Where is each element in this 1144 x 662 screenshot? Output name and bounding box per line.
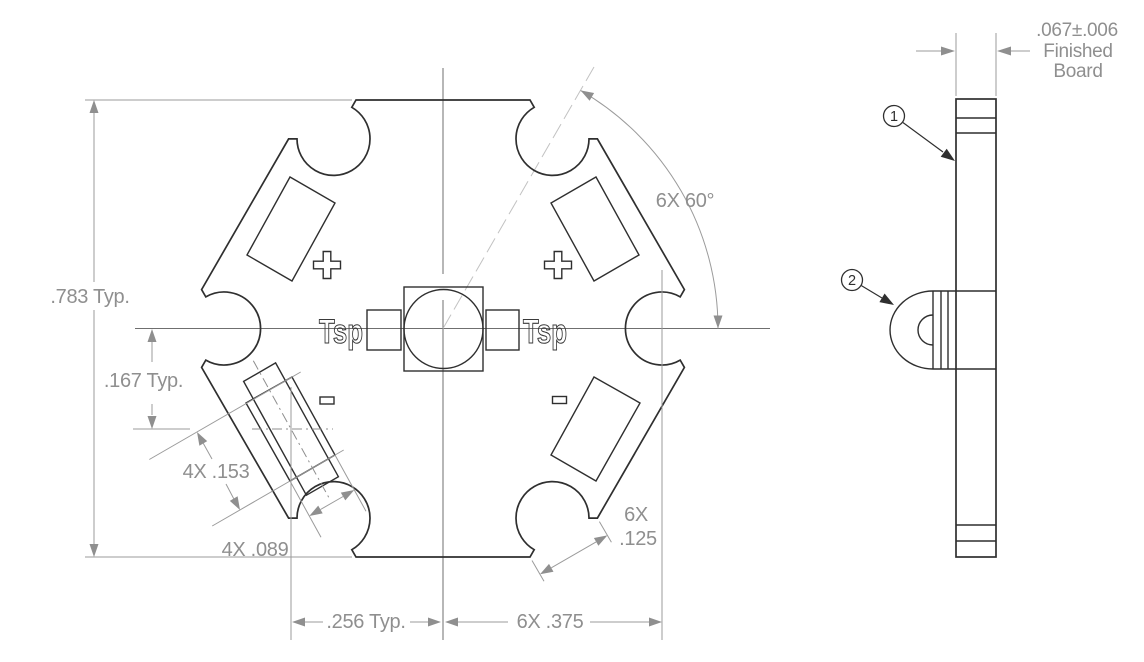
- minus-symbol-right: [551, 395, 568, 405]
- dim-overall-height-label: .783 Typ.: [50, 286, 129, 308]
- dim-pad-pitch: .256 Typ.: [290, 270, 663, 640]
- dim-notch-width-label-line1: 6X: [624, 504, 648, 526]
- callout-1-balloon: [882, 104, 906, 128]
- led-emitter-circle: [403, 288, 484, 370]
- callout-2-balloon: [840, 268, 864, 292]
- dim-overall-height: .783 Typ.: [50, 99, 352, 558]
- dim-slot-length: 4X .153: [149, 371, 344, 527]
- slot-axis-centerline: [252, 360, 330, 498]
- pad-upper-left: [246, 176, 336, 282]
- dim-thickness-value: .067±.006: [1036, 20, 1118, 41]
- dim-thickness-note-line2: Board: [1053, 61, 1102, 82]
- led-package-lines: [932, 291, 949, 369]
- dim-slot-length-label: 4X .153: [183, 461, 250, 483]
- angle-centerline-60deg: [442, 63, 597, 329]
- dim-pad-offset: .167 Typ.: [104, 329, 190, 430]
- minus-symbol-left: [319, 396, 335, 405]
- dim-notch-width-label-line2: .125: [619, 528, 657, 550]
- callout-2-led: 2: [840, 268, 894, 305]
- dim-thickness-note-line1: Finished: [1043, 41, 1112, 62]
- top-view: Tsp Tsp .783 Typ. .167 Typ. 4X .153: [50, 63, 770, 640]
- pad-upper-right: [550, 176, 640, 282]
- led-solder-tab-left: [366, 309, 402, 351]
- pad-lower-right: [550, 376, 641, 482]
- dim-pad-offset-label: .167 Typ.: [104, 370, 183, 392]
- dim-pad-pitch-label: .256 Typ.: [326, 611, 405, 633]
- dim-thickness: .067±.006 Finished Board: [916, 20, 1118, 96]
- led-side-profile: [889, 290, 949, 370]
- plus-symbol-right: [543, 250, 573, 280]
- side-view: .067±.006 Finished Board 1 2: [840, 20, 1118, 558]
- dim-slot-width-label: 4X .089: [222, 539, 289, 561]
- dim-notch-angle: 6X 60°: [580, 89, 723, 329]
- dim-notch-angle-label: 6X 60°: [656, 190, 714, 212]
- callout-1-number: 1: [890, 109, 898, 125]
- led-dome: [889, 290, 934, 370]
- plus-symbol-left: [312, 250, 342, 280]
- dim-notch-spacing: 6X .375: [445, 611, 662, 633]
- callout-1-board: 1: [882, 104, 955, 161]
- dim-notch-spacing-label: 6X .375: [517, 611, 584, 633]
- led-solder-tab-right: [485, 309, 520, 351]
- callout-2-number: 2: [848, 273, 856, 289]
- led-footprint: [366, 286, 520, 372]
- tsp-label-left: Tsp: [319, 313, 363, 351]
- dim-slot-width: 4X .089: [222, 454, 367, 561]
- dim-notch-width: 6X .125: [531, 504, 657, 582]
- slot-outline: [242, 361, 340, 497]
- star-board-outline: [200, 99, 686, 558]
- board-profile-layer-lines: [933, 117, 996, 542]
- led-dome-inner: [917, 314, 934, 346]
- tsp-label-right: Tsp: [523, 313, 567, 351]
- board-profile: [955, 98, 997, 558]
